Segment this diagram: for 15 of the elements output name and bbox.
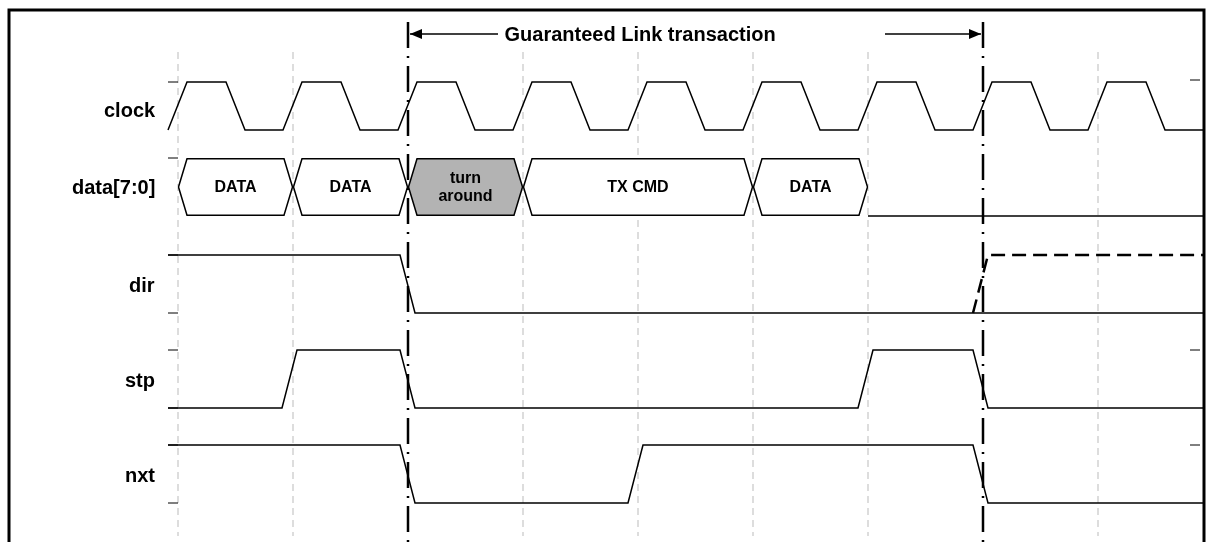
signal-name: dir [129, 275, 155, 295]
bus-value-text: turn around [437, 168, 494, 206]
dimension-label: Guaranteed Link transaction [504, 24, 776, 44]
bus-value-text: DATA [213, 177, 258, 197]
bus-value-text: TX CMD [606, 177, 670, 197]
signal-name: data[7:0] [72, 177, 156, 197]
bus-value-text: DATA [788, 177, 833, 197]
signal-name: clock [104, 100, 156, 120]
signal-name: stp [125, 370, 155, 390]
bus-value-hexagon [293, 158, 408, 216]
bus-value-hexagon [753, 158, 868, 216]
bus-value-hexagon [178, 158, 293, 216]
bus-value-text: DATA [328, 177, 373, 197]
signal-name: nxt [125, 465, 155, 485]
bus-value-hexagon [408, 158, 523, 216]
